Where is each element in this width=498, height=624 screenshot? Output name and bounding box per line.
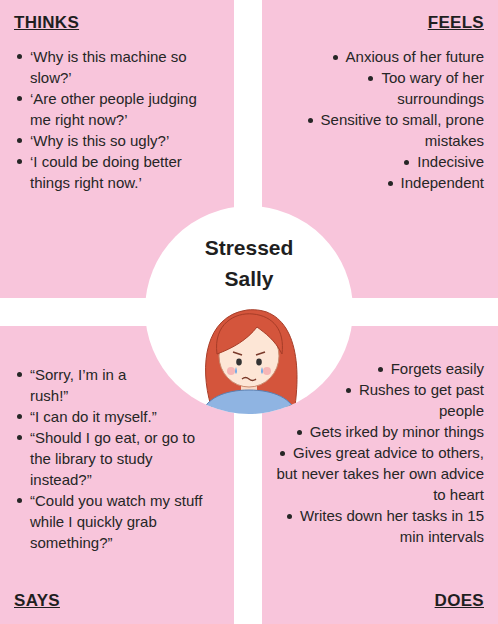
bullet-dot (404, 160, 409, 165)
quadrant-heading: FEELS (428, 12, 484, 34)
quadrant-heading: DOES (435, 590, 484, 612)
shirt (201, 390, 297, 414)
bullet-item: “I can do it myself.” (14, 406, 214, 427)
bullet-text: ‘Are other people judging me right now?’ (30, 90, 197, 128)
bullet-text: Too wary of her surroundings (381, 69, 484, 107)
tear (261, 367, 263, 374)
bullet-dot (17, 498, 22, 503)
persona-circle: Stressed Sally (145, 206, 353, 414)
bullet-item: Sensitive to small, prone mistakes (282, 109, 484, 151)
quadrant-heading: SAYS (14, 590, 60, 612)
bullet-dot (17, 138, 22, 143)
bullet-text: “I can do it myself.” (30, 408, 157, 425)
bullet-item: Indecisive (282, 151, 484, 172)
bullet-item: Too wary of her surroundings (282, 67, 484, 109)
bullet-item: ‘Why is this so ugly?’ (14, 130, 214, 151)
bullet-item: Gets irked by minor things (276, 421, 484, 442)
bullet-item: ‘Why is this machine so slow?’ (14, 46, 214, 88)
bullet-dot (308, 118, 313, 123)
bullet-dot (368, 76, 373, 81)
bullet-dot (17, 414, 22, 419)
bullet-text: “Sorry, I’m in a rush!” (30, 366, 126, 404)
bullet-item: “Should I go eat, or go to the library t… (14, 427, 214, 490)
bullet-item: ‘I could be doing better things right no… (14, 151, 214, 193)
bullet-list: Forgets easilyRushes to get past peopleG… (276, 358, 484, 624)
bullet-text: Sensitive to small, prone mistakes (321, 111, 484, 149)
bullet-text: “Should I go eat, or go to the library t… (30, 429, 195, 488)
bullet-text: Writes down her tasks in 15 min interval… (300, 507, 484, 545)
bullet-item: ‘Are other people judging me right now?’ (14, 88, 214, 130)
bullet-dot (17, 96, 22, 101)
bullet-text: Gets irked by minor things (310, 423, 484, 440)
bullet-item: Anxious of her future (282, 46, 484, 67)
bullet-text: “Could you watch my stuff while I quickl… (30, 492, 202, 551)
bullet-text: Anxious of her future (346, 48, 484, 65)
persona-name: Stressed Sally (184, 232, 314, 294)
bullet-text: Gives great advice to others, but never … (276, 444, 484, 503)
bullet-dot (333, 55, 338, 60)
bullet-dot (297, 430, 302, 435)
blush (263, 367, 271, 375)
bullet-dot (287, 514, 292, 519)
bullet-dot (378, 367, 383, 372)
mouth (242, 378, 256, 381)
tear (235, 367, 237, 374)
hair-bangs (217, 314, 283, 354)
bullet-dot (17, 54, 22, 59)
bullet-dot (17, 372, 22, 377)
bullet-text: ‘Why is this machine so slow?’ (30, 48, 187, 86)
quadrant-heading: THINKS (14, 12, 79, 34)
bullet-dot (346, 388, 351, 393)
bullet-dot (17, 435, 22, 440)
brow (233, 352, 242, 355)
bullet-item: Gives great advice to others, but never … (276, 442, 484, 505)
bullet-dot (17, 159, 22, 164)
blush (227, 367, 235, 375)
bullet-item: “Could you watch my stuff while I quickl… (14, 490, 214, 553)
bullet-text: Independent (401, 174, 484, 191)
bullet-text: Rushes to get past people (359, 381, 484, 419)
brow (256, 352, 265, 355)
bullet-text: ‘Why is this so ugly?’ (30, 132, 169, 149)
bullet-list: “Sorry, I’m in a rush!” “I can do it myse… (14, 364, 214, 624)
bullet-text: ‘I could be doing better things right no… (30, 153, 182, 191)
bullet-text: Forgets easily (391, 360, 484, 377)
bullet-item: Independent (282, 172, 484, 193)
eye (236, 359, 242, 366)
bullet-item: Writes down her tasks in 15 min interval… (276, 505, 484, 547)
eye (256, 359, 262, 366)
bullet-text: Indecisive (417, 153, 484, 170)
bullet-dot (388, 181, 393, 186)
bullet-dot (280, 451, 285, 456)
